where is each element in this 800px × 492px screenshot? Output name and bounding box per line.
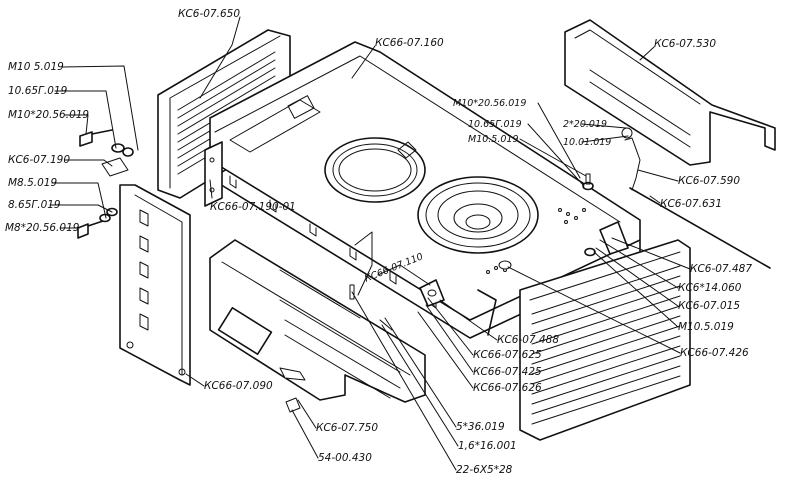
top-right-rail — [564, 19, 776, 166]
label-10-65g-019: 10.65Г.019 — [8, 85, 68, 97]
label-ks66-07-190-01: КС66-07.190-01 — [210, 201, 296, 213]
label-m10-5-019: М10 5.019 — [8, 61, 64, 73]
label-1-6-16-001: 1,6*16.001 — [458, 440, 517, 452]
label-ks66-07-626: КС66-07.626 — [473, 382, 542, 394]
label-ks66-07-625: КС66-07.625 — [473, 349, 542, 361]
label-m10-5-019-right: М10.5.019 — [468, 134, 519, 145]
label-ks66-07-160: КС66-07.160 — [375, 37, 444, 49]
label-ks6-07-650: КС6-07.650 — [178, 8, 240, 20]
left-side-panel-bottom — [119, 184, 191, 386]
front-bottom-panel — [209, 239, 426, 403]
label-ks66-07-426: КС66-07.426 — [680, 347, 749, 359]
label-ks6-07-487: КС6-07.487 — [690, 263, 752, 275]
leader-lines — [49, 16, 691, 471]
label-2-20-019: 2*20.019 — [563, 119, 607, 130]
label-22-6x5-28: 22-6Х5*28 — [456, 464, 513, 476]
label-5-36-019: 5*36.019 — [456, 421, 505, 433]
bracket-190-01 — [204, 141, 223, 207]
label-10-01-019: 10.01.019 — [563, 137, 611, 148]
label-ks6-07-631: КС6-07.631 — [660, 198, 722, 210]
label-ks6-07-190: КС6-07.190 — [8, 154, 70, 166]
label-ks66-07-090: КС66-07.090 — [204, 380, 273, 392]
label-ks6-07-750: КС6-07.750 — [316, 422, 378, 434]
label-m10-5-019-lower: М10.5.019 — [678, 321, 734, 333]
label-10-65g-019-right: 10.65Г.019 — [468, 119, 522, 130]
label-ks66-07-425: КС66-07.425 — [473, 366, 542, 378]
label-m10-20-56-019: М10*20.56.019 — [8, 109, 89, 121]
label-54-00-430: 54-00.430 — [318, 452, 372, 464]
label-ks6-07-590: КС6-07.590 — [678, 175, 740, 187]
label-ks6-07-530: КС6-07.530 — [654, 38, 716, 50]
part-labels: КС6-07.650 КС66-07.160 КС6-07.530 М10 5.… — [5, 8, 752, 476]
label-m8-20-56-019: М8*20.56.019 — [5, 222, 80, 234]
label-ks6-07-015: КС6-07.015 — [678, 300, 740, 312]
label-ks6-07-488: КС6-07.488 — [497, 334, 559, 346]
long-rod — [621, 127, 771, 269]
label-ks6-14-060: КС6*14.060 — [678, 282, 742, 294]
right-grille-panel — [519, 239, 691, 441]
label-8-65g-019: 8.65Г.019 — [8, 199, 61, 211]
label-m8-5-019: М8.5.019 — [8, 177, 57, 189]
label-m10-20-56-019-right: М10*20.56.019 — [453, 98, 526, 109]
hardware-right — [285, 173, 629, 413]
hardware-left — [77, 129, 134, 239]
